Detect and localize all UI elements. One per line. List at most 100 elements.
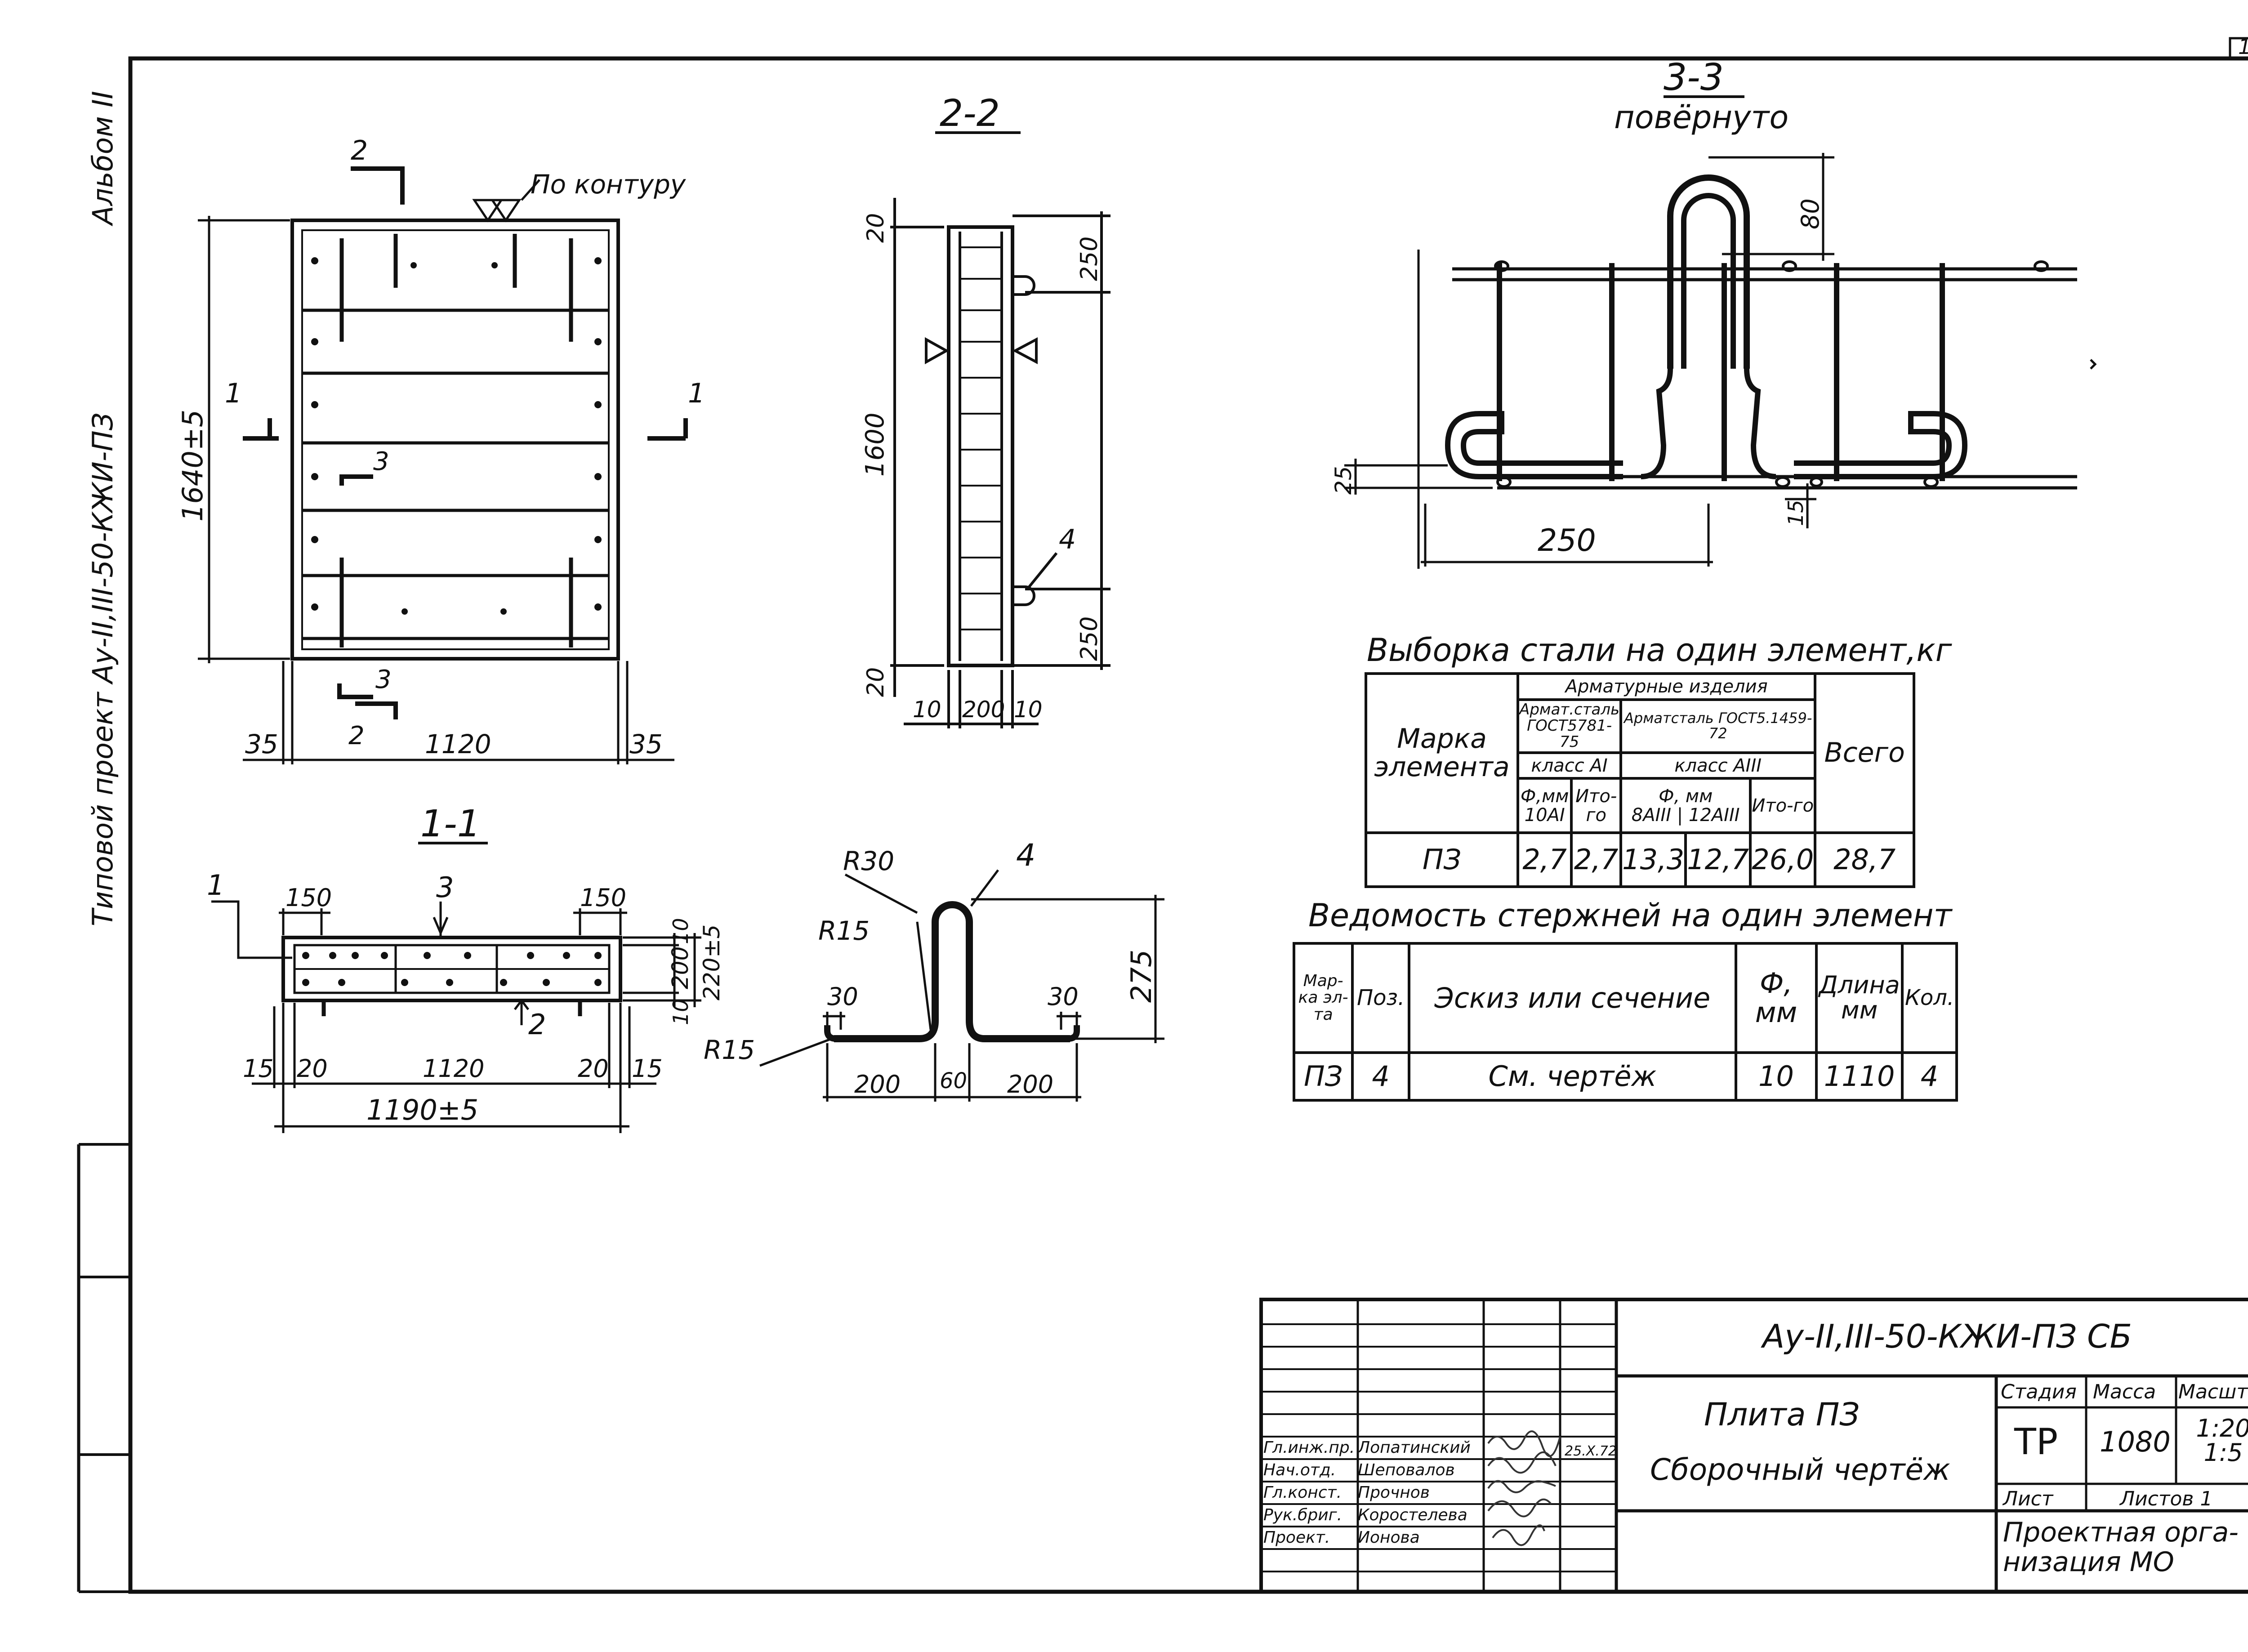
bars-col-mark: Мар-ка эл-та — [1292, 942, 1354, 1054]
loop-dim-200-left: 200 — [854, 1070, 901, 1098]
album-label: Альбом II — [86, 91, 119, 227]
s33-dim-80: 80 — [1796, 198, 1824, 229]
plan-edge-dim-left: 35 — [245, 729, 278, 759]
title-block-scale-label: Масшт. — [2178, 1380, 2248, 1403]
s11-dim-150-right: 150 — [580, 884, 626, 912]
s22-dim-top-loop: 250 — [1076, 237, 1103, 281]
title-block-stage: ТР — [2014, 1421, 2058, 1463]
title-block-grid — [1259, 1298, 2248, 1594]
bars-col-diam: Ф, мм — [1734, 942, 1818, 1054]
sheet-number: 17 — [2238, 35, 2248, 59]
bars-col-sketch: Эскиз или сечение — [1408, 942, 1737, 1054]
title-block-mass-label: Масса — [2093, 1380, 2156, 1403]
steel-row-v1: 2,7 — [1517, 831, 1573, 889]
s11-pos-1: 1 — [207, 869, 224, 902]
person-row: Проект.Ионова — [1263, 1528, 1420, 1547]
s33-dim-25: 25 — [1330, 466, 1356, 495]
s11-dim-150-left: 150 — [285, 884, 332, 912]
steel-row-v6: 28,7 — [1814, 831, 1915, 889]
steel-row-mark: ПЗ — [1364, 831, 1520, 889]
s11-dim-cover-top: 10 — [669, 918, 693, 944]
bars-row-mark: ПЗ — [1292, 1051, 1354, 1102]
steel-itogo-1: Ито-го — [1570, 777, 1623, 834]
plan-edge-dim-right: 35 — [629, 729, 663, 759]
s11-dim-200: 200 — [667, 947, 693, 989]
bars-col-length: Длина мм — [1815, 942, 1904, 1054]
plan-height-dim: 1640±5 — [176, 410, 209, 522]
s11-pos-2: 2 — [528, 1008, 546, 1041]
s11-dim-thickness: 220±5 — [699, 924, 725, 1000]
steel-sub-1: Армат.сталь ГОСТ5781-75 — [1517, 698, 1623, 754]
loop-detail — [759, 869, 1164, 1102]
steel-col-total: Всего — [1814, 672, 1915, 834]
title-block-scale: 1:20 1:5 — [2196, 1414, 2248, 1467]
title-block-people: Гл.инж.пр.Лопатинский Нач.отд.Шеповалов … — [1263, 1437, 1484, 1549]
plan-cut-3-bottom: 3 — [375, 665, 392, 694]
steel-class-a1: класс АI — [1517, 751, 1623, 780]
steel-class-a3: класс АIII — [1619, 751, 1817, 780]
steel-group-header: Арматурные изделия — [1517, 672, 1817, 701]
person-row: Гл.инж.пр.Лопатинский — [1263, 1438, 1471, 1457]
loop-pos-4: 4 — [1016, 838, 1035, 873]
title-block-stage-label: Стадия — [2001, 1380, 2077, 1403]
s11-dim-20-right: 20 — [578, 1054, 609, 1083]
title-block-sheet-label: Лист — [2003, 1487, 2053, 1510]
s11-dim-total: 1190±5 — [366, 1094, 478, 1126]
section-2-2-title: 2-2 — [940, 92, 1000, 135]
bars-table-title: Ведомость стержней на один элемент — [1308, 897, 1953, 934]
s22-dim-bottom-loop: 250 — [1076, 616, 1103, 661]
plan-cut-1-right: 1 — [688, 378, 705, 409]
s11-dim-20-left: 20 — [297, 1054, 328, 1083]
steel-table-title: Выборка стали на один элемент,кг — [1367, 632, 1953, 669]
title-block-date: 25.X.72 — [1565, 1443, 1617, 1459]
loop-dim-275: 275 — [1125, 950, 1158, 1003]
s22-dim-height: 1600 — [861, 412, 890, 477]
plan-view — [198, 166, 688, 764]
bars-col-qty: Кол. — [1901, 942, 1958, 1054]
s22-dim-top-cover: 20 — [862, 213, 889, 243]
loop-r30: R30 — [843, 846, 894, 876]
signatures — [1487, 1430, 1561, 1546]
loop-dim-30-right: 30 — [1048, 982, 1079, 1011]
person-row: Рук.бриг.Коростелева — [1263, 1506, 1467, 1524]
bars-row-length: 1110 — [1815, 1051, 1904, 1102]
bars-table: Мар-ка эл-та Поз. Эскиз или сечение Ф, м… — [1292, 942, 1958, 1102]
steel-row-v4: 12,7 — [1684, 831, 1752, 889]
steel-table: Марка элемента Арматурные изделия Всего … — [1364, 672, 1915, 889]
plan-cut-2-top: 2 — [351, 135, 368, 166]
s11-dim-15-left: 15 — [243, 1054, 274, 1083]
title-block-name-1: Плита ПЗ — [1704, 1396, 1860, 1433]
s22-dim-right: 10 — [1014, 697, 1043, 723]
s33-dim-250: 250 — [1538, 523, 1596, 558]
loop-dim-60: 60 — [940, 1068, 967, 1094]
bars-row-qty: 4 — [1901, 1051, 1958, 1102]
s33-dim-15: 15 — [1784, 500, 1808, 526]
steel-row-v3: 13,3 — [1619, 831, 1687, 889]
plan-cut-3-inner: 3 — [373, 447, 389, 476]
plan-cut-1-left: 1 — [225, 378, 242, 409]
section-3-3-title: 3-3 — [1664, 56, 1724, 99]
sheet-frame — [77, 37, 2248, 1594]
loop-dim-200-right: 200 — [1007, 1070, 1053, 1098]
plan-width-dim: 1120 — [425, 729, 491, 759]
bars-row-pos: 4 — [1351, 1051, 1410, 1102]
section-1-1 — [211, 842, 701, 1133]
plan-cut-2-bottom: 2 — [348, 721, 365, 750]
s22-dim-left: 10 — [913, 697, 941, 723]
steel-sub-2: Арматсталь ГОСТ5.1459-72 — [1619, 698, 1817, 754]
title-block-mass: 1080 — [2100, 1425, 2171, 1458]
steel-col-mark: Марка элемента — [1364, 672, 1520, 834]
section-3-3-subtitle: повёрнуто — [1614, 99, 1789, 136]
steel-row-v2: 2,7 — [1570, 831, 1623, 889]
s11-dim-1120: 1120 — [423, 1054, 484, 1083]
loop-r15-top: R15 — [818, 915, 870, 946]
plan-contour-note: По контуру — [531, 169, 686, 200]
s11-dim-15-right: 15 — [632, 1054, 663, 1083]
s22-position-4: 4 — [1059, 524, 1076, 555]
section-3-3 — [1344, 95, 2097, 569]
title-block-name-2: Сборочный чертёж — [1650, 1452, 1950, 1487]
s22-dim-mid: 200 — [962, 697, 1005, 723]
